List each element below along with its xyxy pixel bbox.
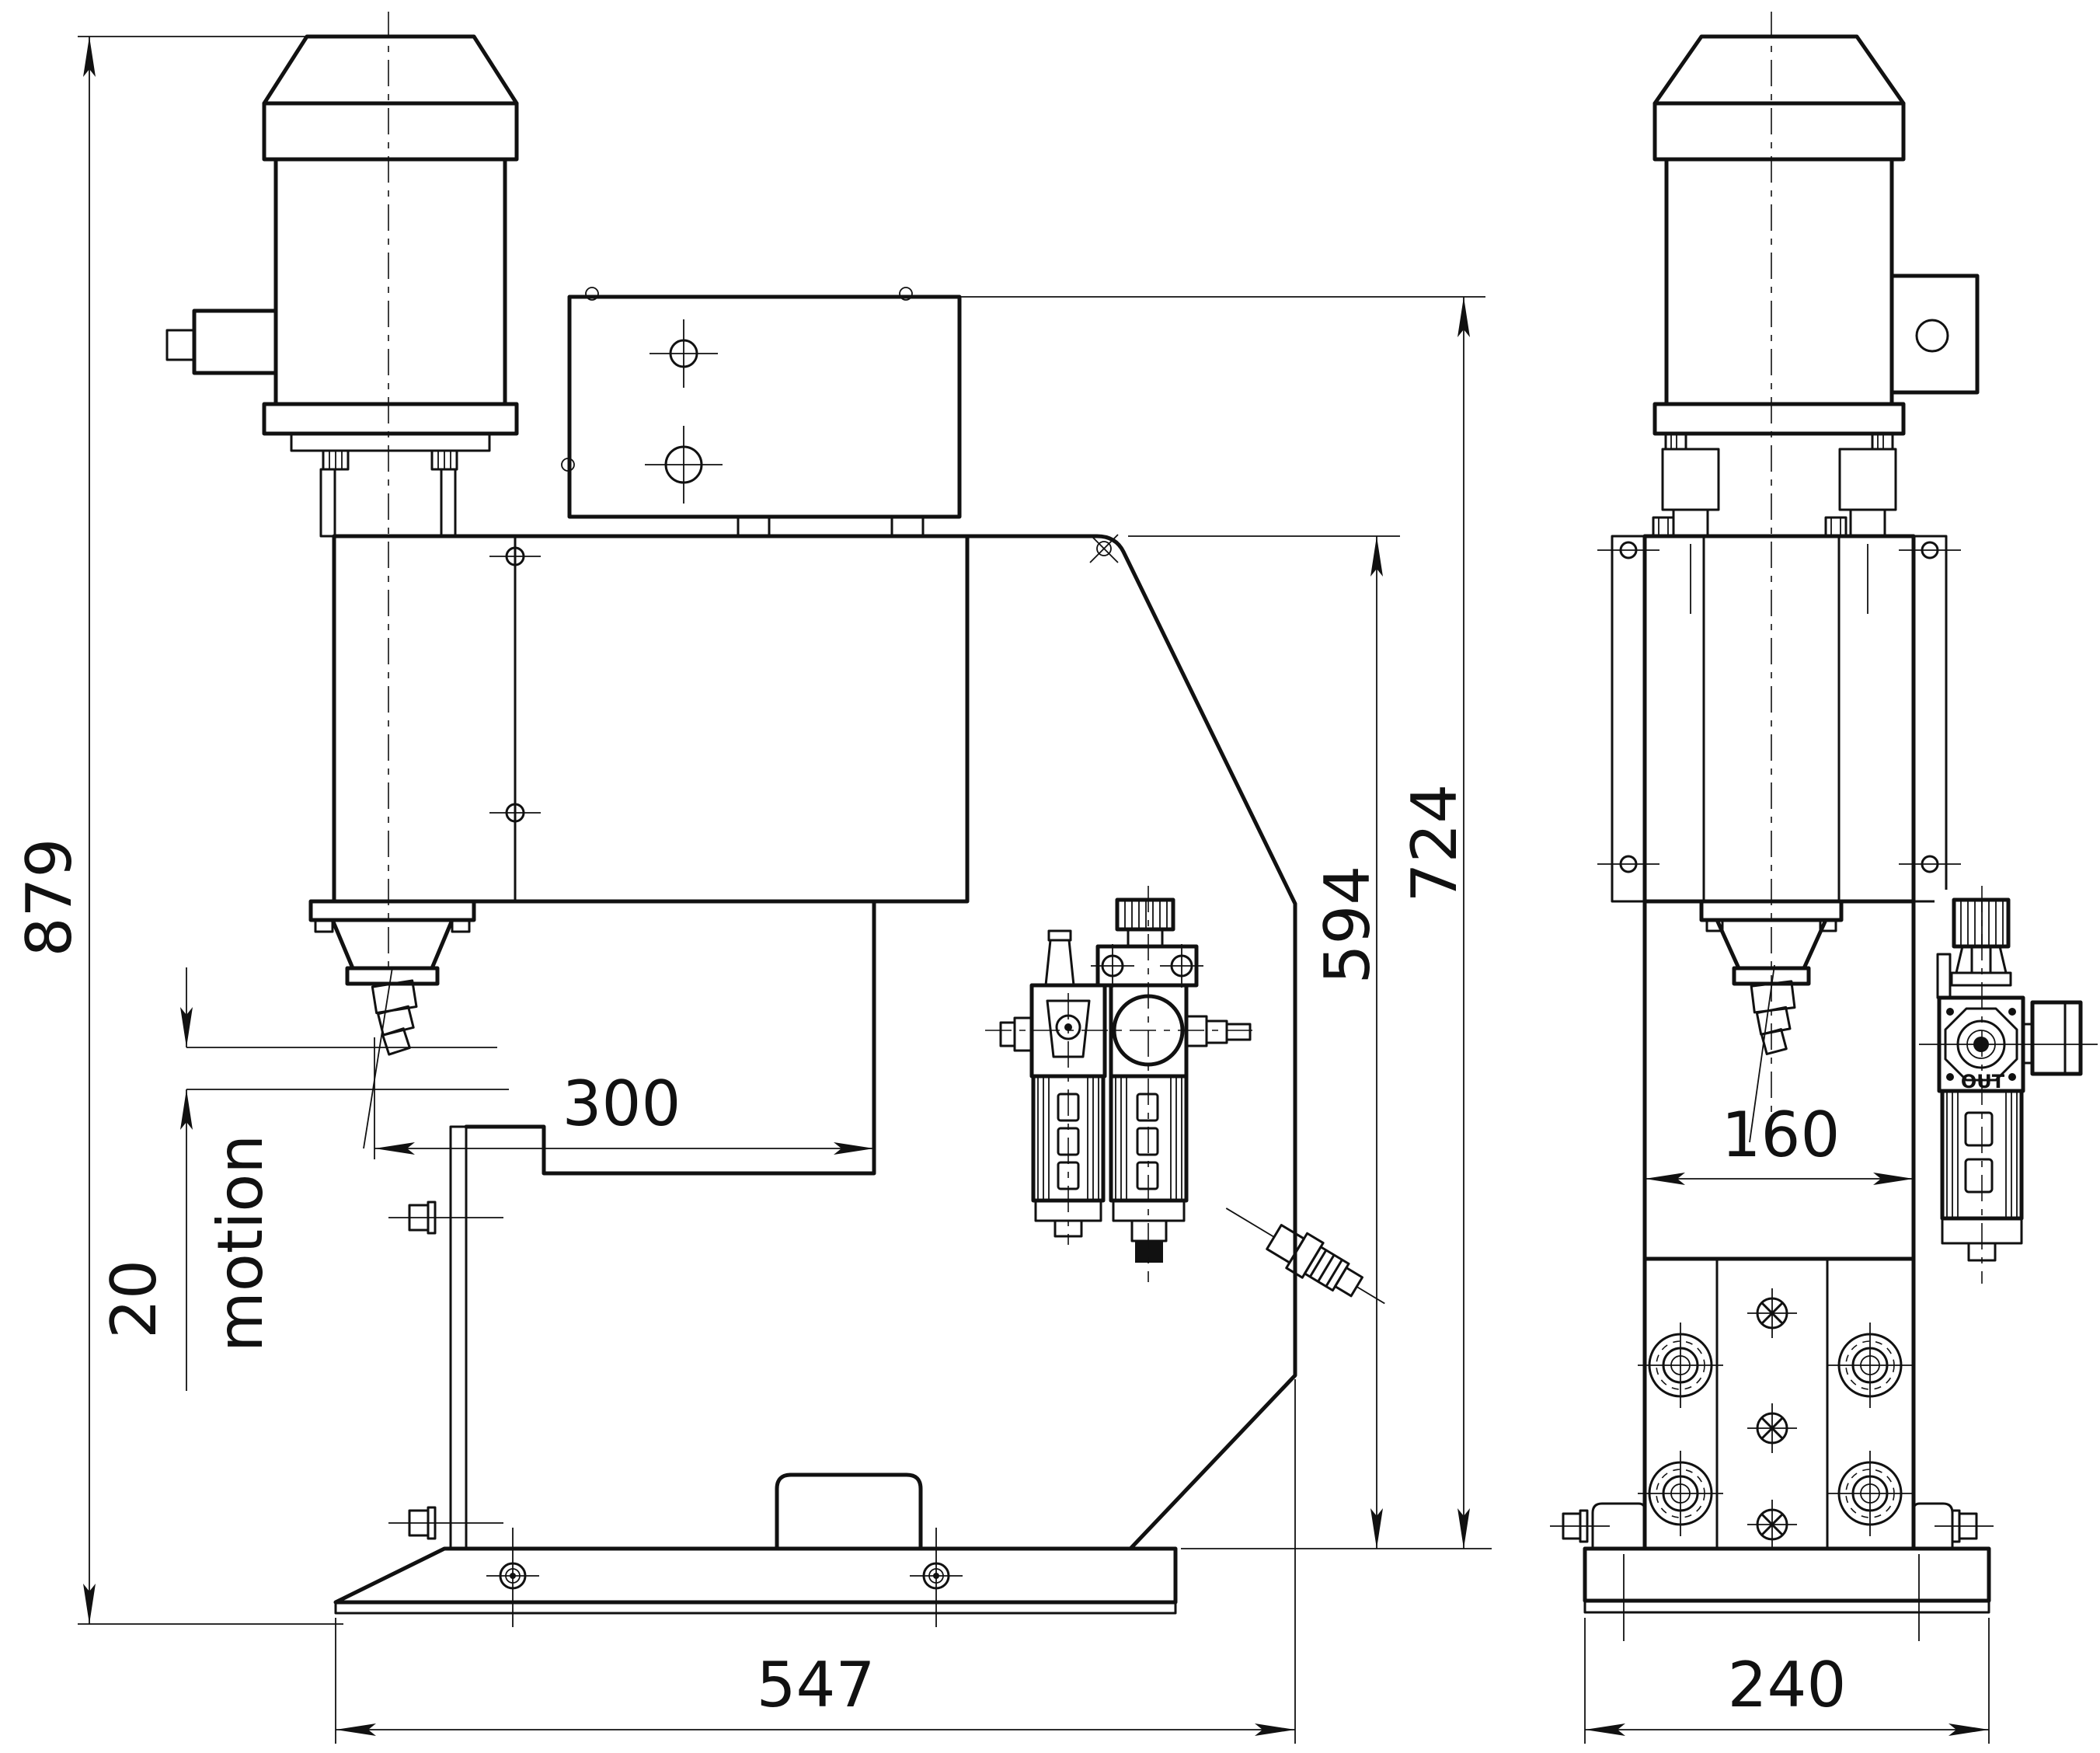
control-box-screw-2 <box>899 287 913 301</box>
tool-tip <box>381 1027 411 1056</box>
frl-side-knob <box>2030 1000 2083 1076</box>
tool-axis-tilted <box>363 967 393 1149</box>
motor-side <box>1652 34 1980 614</box>
motor-junction-box <box>192 308 278 375</box>
motor-bolts-side <box>1664 432 1894 451</box>
base-screw-right <box>910 1528 963 1627</box>
frame-outer-edge <box>965 534 1297 1551</box>
air-hose <box>1225 1208 1385 1305</box>
dim-879-label: 879 <box>13 838 85 957</box>
plate-hole <box>1827 1323 1913 1408</box>
side-bolt-upper <box>388 1201 503 1235</box>
control-box-screw-1 <box>585 287 599 301</box>
dim-240-label: 240 <box>1728 1649 1847 1721</box>
dim-motion-label: motion <box>204 1134 277 1352</box>
tool-plate-side <box>1638 1259 1913 1549</box>
cylinder-top-bolts <box>1652 516 1848 538</box>
control-box-body <box>567 294 962 519</box>
frl-port-label: OUT <box>1961 1071 2005 1093</box>
base-handle <box>775 1472 923 1551</box>
base-side <box>1550 1502 1994 1641</box>
tool-cone <box>330 918 454 971</box>
control-box-foot-left <box>737 515 771 538</box>
base-slab <box>333 1546 1178 1605</box>
base-slab-side <box>1583 1546 1991 1603</box>
dim-160-label: 160 <box>1722 1099 1841 1171</box>
motor-fan-cover <box>262 34 519 106</box>
motor-junction-box-side <box>1889 274 1980 395</box>
dim-height-frame-top: 594 <box>1128 535 1492 1549</box>
motor-flange-side <box>1652 402 1906 436</box>
cylinder-housing-front <box>332 534 970 904</box>
support-plate <box>388 1125 503 1550</box>
base-pad <box>334 1601 1177 1615</box>
motor-foot-right <box>1838 448 1897 511</box>
plate-screw <box>1747 1288 1797 1338</box>
side-plate-left <box>1611 535 1646 903</box>
dim-column-width: 160 <box>1645 1099 1914 1185</box>
control-box <box>561 287 962 538</box>
base-front <box>333 1472 1178 1627</box>
dim-height-box-top: 724 <box>959 296 1485 1549</box>
motor-body <box>273 157 507 406</box>
plate-screw <box>1747 1500 1797 1549</box>
motor-subplate <box>290 432 491 452</box>
cylinder-block <box>332 534 970 904</box>
frl-unit-front <box>985 886 1262 1282</box>
dim-throat-depth: 300 <box>374 1037 874 1159</box>
support-plate-bar <box>449 1125 468 1550</box>
motor-bolt-left <box>322 449 350 471</box>
frame-throat-edge <box>464 899 876 1176</box>
plate-hole <box>1638 1323 1723 1408</box>
motor-terminal <box>165 329 196 361</box>
angle-foot-left <box>1591 1502 1646 1549</box>
plate-hole <box>1827 1451 1913 1536</box>
cylinder-column-side <box>1597 516 1961 1551</box>
motor-column-left <box>319 468 336 538</box>
motor-flange <box>262 402 519 436</box>
side-bolt-lower <box>388 1506 503 1540</box>
corner-screw <box>1096 541 1112 556</box>
front-view: 879 20 motion 300 594 <box>13 12 1492 1744</box>
dim-20-label: 20 <box>98 1260 170 1339</box>
angle-foot-right <box>1912 1502 1954 1549</box>
motor-foot-left <box>1661 448 1720 511</box>
dim-300-label: 300 <box>562 1068 681 1140</box>
tool-flange <box>308 899 476 922</box>
dim-base-length: 547 <box>335 1379 1296 1744</box>
plate-hole <box>1638 1451 1723 1536</box>
junction-box-hole <box>1915 319 1949 353</box>
motor-band <box>262 101 519 162</box>
side-view: OUT <box>1550 12 2100 1744</box>
riveting-tool-front <box>308 899 476 1056</box>
dim-overall-height: 879 <box>13 36 343 1625</box>
frl-lubricator-bowl <box>1109 1074 1189 1263</box>
dim-base-width: 240 <box>1584 1618 1990 1744</box>
motor-column-right <box>440 468 457 538</box>
side-plate-right <box>1912 535 1948 903</box>
motor-fan-cover-side <box>1652 34 1906 106</box>
frl-hex-boss <box>1944 1007 2018 1082</box>
plate-screw <box>1747 1403 1797 1453</box>
dim-547-label: 547 <box>757 1649 876 1721</box>
dim-594-label: 594 <box>1311 866 1384 985</box>
motor-front <box>165 34 519 538</box>
control-box-foot-right <box>890 515 925 538</box>
tie-rod-ends <box>1597 541 1961 873</box>
motor-body-side <box>1664 157 1894 406</box>
dim-724-label: 724 <box>1398 784 1471 903</box>
base-pad-side <box>1583 1599 1990 1614</box>
control-box-screw-3 <box>561 458 575 472</box>
riveting-tool-side <box>1699 899 1844 1143</box>
c-frame <box>464 534 1297 1551</box>
frl-unit-side: OUT <box>1919 886 2100 1284</box>
motor-bolt-right <box>430 449 458 471</box>
dim-stroke: 20 motion <box>98 967 509 1391</box>
base-screw-left <box>486 1528 539 1627</box>
